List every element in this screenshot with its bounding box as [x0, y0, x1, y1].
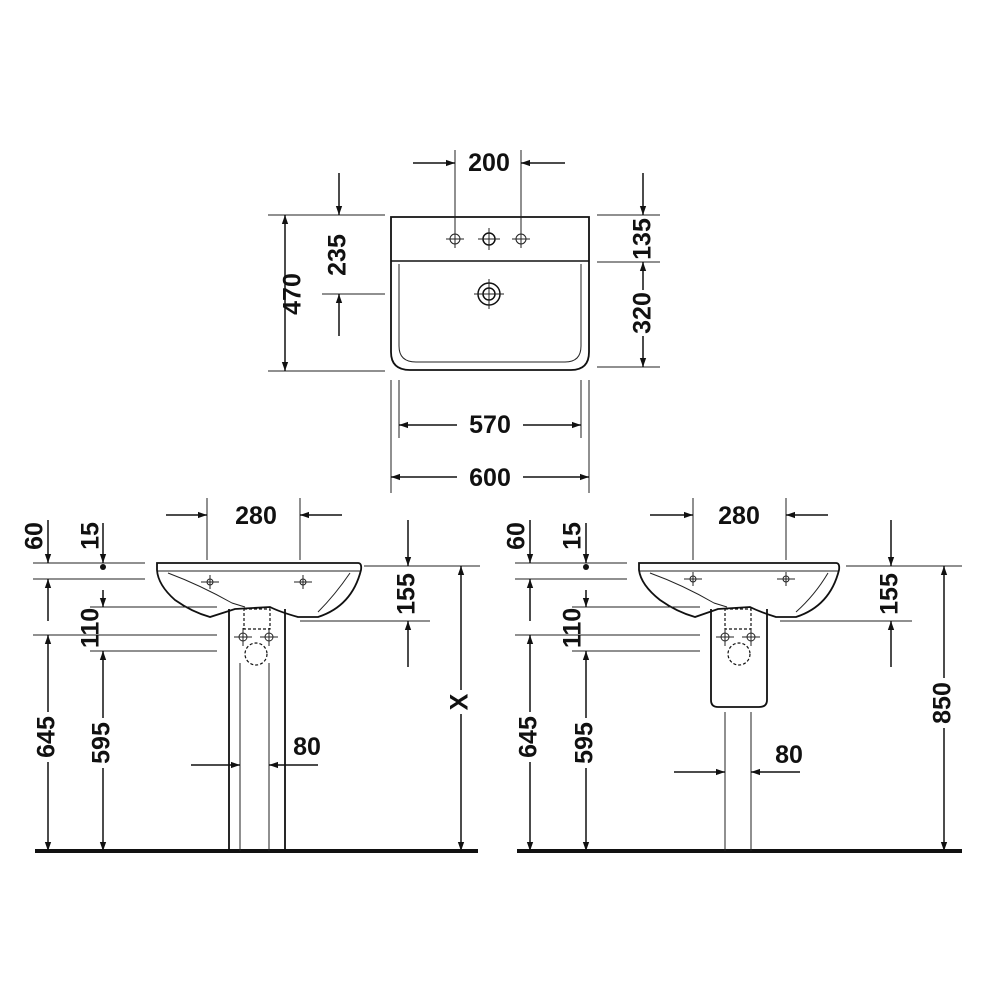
basin-outline-front-right	[638, 562, 841, 618]
dim-waste-height-right: 110	[559, 608, 587, 648]
bowl-inner-outline	[398, 264, 582, 363]
dim-floor-to-rim-left: 645	[33, 716, 61, 758]
dim-overflow-offset-right: 15	[559, 522, 587, 550]
dim-tap-to-front: 320	[629, 292, 657, 334]
dim-floor-to-rim-right: 645	[515, 716, 543, 758]
waste-icon-left	[234, 628, 278, 646]
dim-floor-to-waste-left: 595	[88, 722, 116, 764]
dim-outer-width: 600	[469, 464, 511, 492]
dim-total-height: 850	[929, 682, 957, 724]
drain-icon	[474, 279, 504, 309]
tap-hole-center-icon	[478, 228, 500, 250]
dim-tap-spacing: 200	[468, 149, 510, 177]
dim-variable-height: X	[446, 693, 474, 710]
dim-waste-spacing-right: 280	[718, 502, 760, 530]
tap-hole-right-front-icon-right	[777, 572, 795, 586]
dim-overflow-offset-left: 15	[77, 522, 105, 550]
dim-total-depth: 470	[279, 273, 307, 315]
dim-bowl-height-right: 155	[876, 573, 904, 615]
waste-icon-right	[716, 628, 760, 646]
basin-outline-top	[390, 216, 590, 371]
dim-waste-height-left: 110	[77, 608, 105, 648]
dim-waste-spacing-left: 280	[235, 502, 277, 530]
pedestal	[228, 609, 286, 851]
dim-pedestal-width-left: 80	[293, 733, 321, 761]
front-view-pedestal: 280 60 15 110 645 595 155 X 80	[21, 498, 480, 853]
tap-hole-right-front-icon	[294, 575, 312, 589]
top-view: 200 470 235 135 320 570 600	[268, 149, 660, 493]
front-view-semi-pedestal: 280 60 15 110 645 595 155 850 80	[503, 498, 962, 853]
tap-hole-left-front-icon	[201, 575, 219, 589]
dim-inner-width: 570	[469, 411, 511, 439]
dim-rim-thickness-right: 60	[503, 522, 531, 550]
dim-tap-to-back: 235	[324, 234, 352, 276]
semi-pedestal	[710, 609, 768, 708]
dim-bowl-height-left: 155	[393, 573, 421, 615]
dim-pedestal-width-right: 80	[775, 741, 803, 769]
dim-rim-thickness-left: 60	[21, 522, 49, 550]
tap-hole-left-front-icon-right	[684, 572, 702, 586]
basin-outline-front-left	[156, 562, 363, 618]
dim-floor-to-waste-right: 595	[571, 722, 599, 764]
dim-back-to-tap: 135	[629, 218, 657, 260]
